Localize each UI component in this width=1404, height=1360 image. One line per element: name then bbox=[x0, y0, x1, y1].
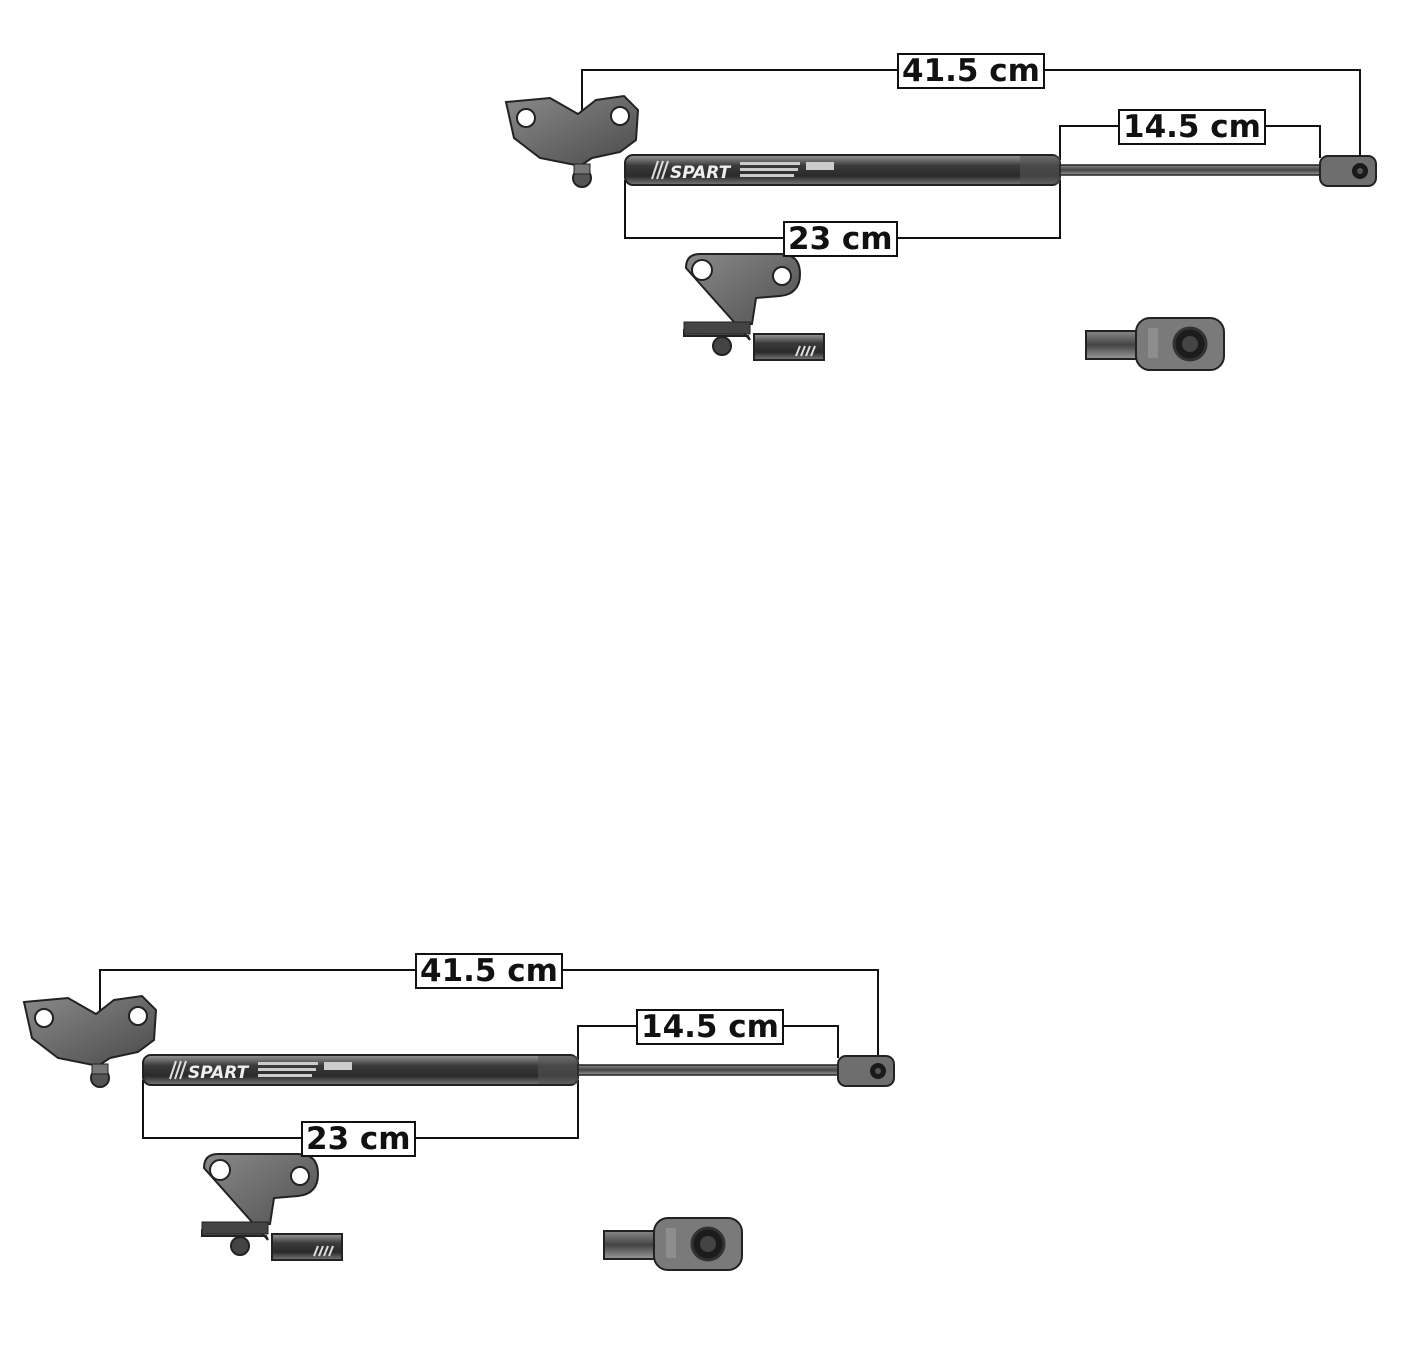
piston-rod bbox=[577, 1064, 841, 1076]
strut-illustration: SPART bbox=[504, 69, 1377, 371]
bracket-detail bbox=[201, 1153, 343, 1261]
body-length-label: 23 cm bbox=[783, 221, 898, 257]
bracket-detail bbox=[683, 253, 825, 361]
rod-length-label: 14.5 cm bbox=[1118, 109, 1266, 145]
brand-logo: SPART bbox=[188, 1063, 250, 1083]
piston-rod bbox=[1059, 164, 1323, 176]
strut-diagram-top: SPART bbox=[500, 40, 1400, 460]
bracket-plate bbox=[22, 994, 158, 1068]
end-fitting-detail bbox=[603, 1217, 743, 1271]
rod-length-label: 14.5 cm bbox=[636, 1009, 784, 1045]
strut-illustration: SPART bbox=[22, 969, 895, 1271]
bracket-plate bbox=[504, 94, 640, 168]
body-length-label: 23 cm bbox=[301, 1121, 416, 1157]
total-length-label: 41.5 cm bbox=[415, 953, 563, 989]
total-length-label: 41.5 cm bbox=[897, 53, 1045, 89]
end-fitting-detail bbox=[1085, 317, 1225, 371]
brand-logo: SPART bbox=[670, 163, 732, 183]
strut-diagram-bottom: SPART bbox=[18, 940, 918, 1360]
